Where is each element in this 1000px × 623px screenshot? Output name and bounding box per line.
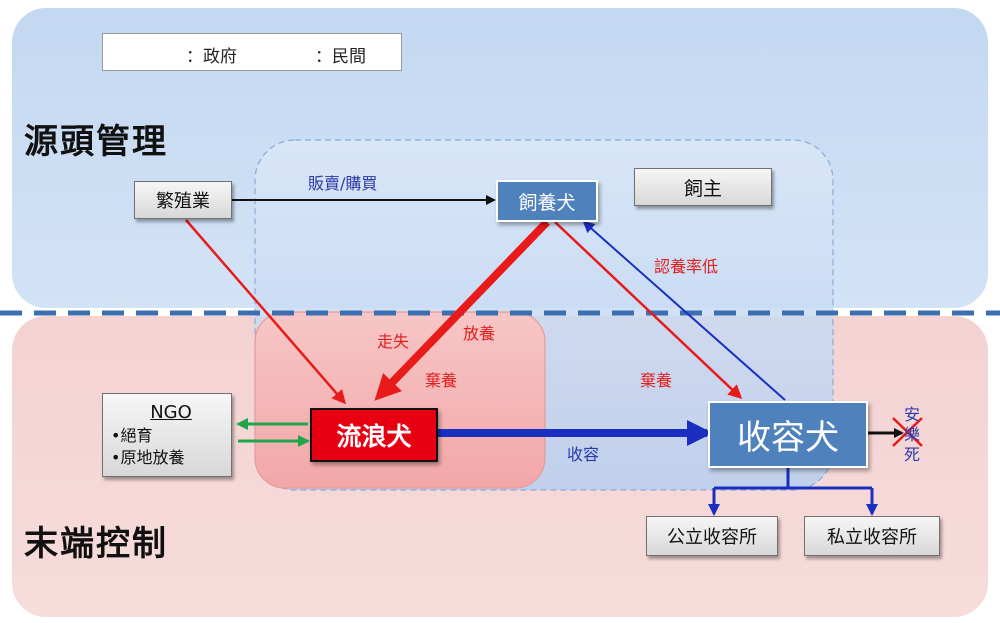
end-control-label: 末端控制 bbox=[24, 524, 168, 564]
pet-dog-node: 飼養犬 bbox=[496, 180, 598, 222]
euthanasia-label: 安 樂 死 bbox=[901, 405, 923, 465]
ngo-item-release: •原地放養 bbox=[111, 447, 185, 467]
private-shelter-node: 私立收容所 bbox=[804, 516, 940, 556]
breeder-node: 繁殖業 bbox=[134, 181, 232, 219]
euthanasia-char-3: 死 bbox=[903, 445, 920, 464]
adoption-low-label: 認養率低 bbox=[654, 257, 719, 276]
source-management-label: 源頭管理 bbox=[24, 122, 168, 162]
legend-gov-label: ：政府 bbox=[186, 47, 237, 67]
euthanasia-char-2: 樂 bbox=[903, 425, 920, 444]
ngo-node: NGO •絕育 •原地放養 bbox=[102, 393, 232, 477]
legend-civil-label: ：民間 bbox=[315, 47, 366, 67]
breeder-to-stray-arrow bbox=[185, 219, 346, 405]
abandon-label-2: 棄養 bbox=[640, 371, 673, 390]
ngo-item-sterilize: •絕育 bbox=[111, 425, 153, 445]
euthanasia-char-1: 安 bbox=[903, 405, 920, 424]
public-shelter-node: 公立收容所 bbox=[646, 516, 778, 556]
release-label: 放養 bbox=[463, 324, 496, 343]
owner-node: 飼主 bbox=[634, 168, 772, 206]
lost-label: 走失 bbox=[377, 332, 410, 351]
trade-label: 販賣/購買 bbox=[308, 174, 378, 193]
adoption-arrow bbox=[582, 220, 786, 401]
abandon-arrow bbox=[554, 221, 743, 400]
abandon-label-1: 棄養 bbox=[425, 371, 458, 390]
ngo-title: NGO bbox=[150, 401, 192, 423]
legend bbox=[102, 33, 402, 71]
stray-dog-node: 流浪犬 bbox=[310, 408, 438, 462]
shelter-label: 收容 bbox=[567, 445, 600, 464]
cross-mark bbox=[892, 417, 923, 447]
shelter-dog-node: 收容犬 bbox=[708, 401, 868, 468]
release-arrow bbox=[374, 219, 550, 401]
